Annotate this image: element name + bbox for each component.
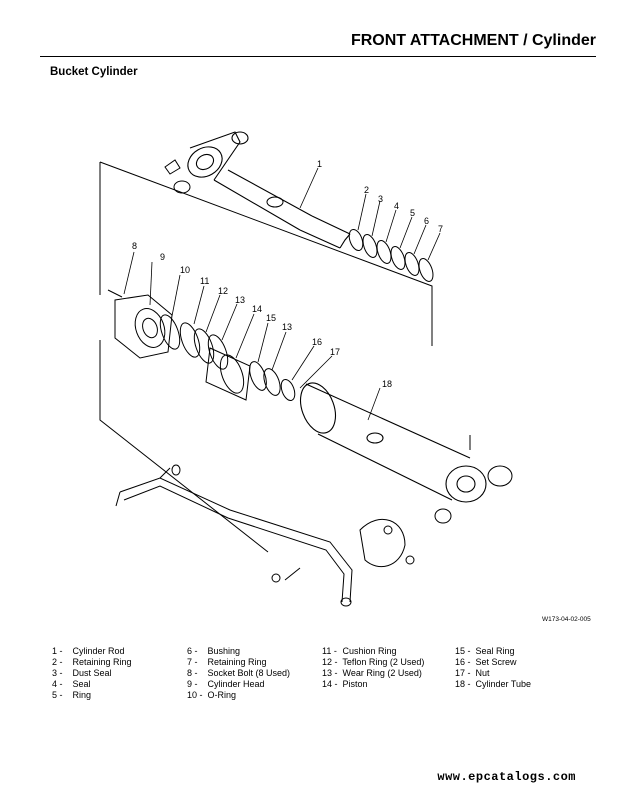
legend-item: 14 - Piston bbox=[322, 679, 424, 690]
legend-number: 1 - bbox=[52, 646, 63, 656]
legend-item: 1 - Cylinder Rod bbox=[52, 646, 132, 657]
legend-label: Cylinder Tube bbox=[475, 679, 532, 689]
callout-label: 13 bbox=[235, 295, 245, 305]
legend-number: 10 - bbox=[187, 690, 203, 700]
legend-number: 15 - bbox=[455, 646, 471, 656]
legend-item: 8 - Socket Bolt (8 Used) bbox=[187, 668, 290, 679]
figure-code: W173-04-02-005 bbox=[542, 616, 591, 623]
callout-label: 5 bbox=[410, 208, 415, 218]
legend-number: 4 - bbox=[52, 679, 63, 689]
legend-column: 15 - Seal Ring 16 - Set Screw 17 - Nut 1… bbox=[455, 646, 531, 690]
cylinder-rod bbox=[187, 131, 351, 249]
callout-label: 6 bbox=[424, 216, 429, 226]
frame-line bbox=[99, 340, 269, 553]
callout-label: 3 bbox=[378, 194, 383, 204]
legend-number: 11 - bbox=[322, 646, 337, 656]
legend-item: 11 - Cushion Ring bbox=[322, 646, 424, 657]
callout-label: 18 bbox=[382, 379, 392, 389]
callout-label: 12 bbox=[218, 286, 228, 296]
legend-label: Nut bbox=[475, 668, 490, 678]
page-title: FRONT ATTACHMENT / Cylinder bbox=[350, 32, 596, 49]
legend-label: Piston bbox=[342, 679, 368, 689]
legend-label: Retaining Ring bbox=[207, 657, 267, 667]
callout-label: 2 bbox=[364, 185, 369, 195]
callout-label: 1 bbox=[317, 159, 322, 169]
section-title: Bucket Cylinder bbox=[50, 66, 138, 78]
legend-label: O-Ring bbox=[207, 690, 237, 700]
callout-label: 7 bbox=[438, 224, 443, 234]
legend-item: 4 - Seal bbox=[52, 679, 132, 690]
legend-number: 7 - bbox=[187, 657, 198, 667]
legend-label: Seal bbox=[72, 679, 91, 689]
callout-label: 17 bbox=[330, 347, 340, 357]
callout-label: 8 bbox=[132, 241, 137, 251]
bushing-part bbox=[434, 508, 452, 524]
upper-rings bbox=[348, 228, 434, 282]
legend-label: Retaining Ring bbox=[72, 657, 132, 667]
parts-legend: 1 - Cylinder Rod 2 - Retaining Ring 3 - … bbox=[52, 646, 592, 706]
legend-label: Ring bbox=[72, 690, 92, 700]
legend-item: 3 - Dust Seal bbox=[52, 668, 132, 679]
legend-number: 12 - bbox=[322, 657, 338, 667]
legend-number: 14 - bbox=[322, 679, 338, 689]
legend-item: 16 - Set Screw bbox=[455, 657, 531, 668]
callout-label: 13 bbox=[282, 322, 292, 332]
legend-label: Wear Ring (2 Used) bbox=[342, 668, 422, 678]
piston-rings bbox=[179, 322, 296, 402]
page-header: FRONT ATTACHMENT / Cylinder bbox=[40, 30, 596, 57]
callout-label: 14 bbox=[252, 304, 262, 314]
legend-item: 17 - Nut bbox=[455, 668, 531, 679]
socket-bolt bbox=[107, 289, 123, 298]
legend-label: Socket Bolt (8 Used) bbox=[207, 668, 291, 678]
legend-item: 13 - Wear Ring (2 Used) bbox=[322, 668, 424, 679]
legend-item: 12 - Teflon Ring (2 Used) bbox=[322, 657, 424, 668]
legend-label: Cylinder Rod bbox=[72, 646, 125, 656]
legend-number: 3 - bbox=[52, 668, 63, 678]
legend-label: Cushion Ring bbox=[342, 646, 397, 656]
legend-number: 18 - bbox=[455, 679, 471, 689]
callout-label: 11 bbox=[200, 276, 209, 286]
o-ring bbox=[159, 314, 181, 350]
legend-item: 7 - Retaining Ring bbox=[187, 657, 290, 668]
legend-label: Dust Seal bbox=[72, 668, 112, 678]
legend-number: 6 - bbox=[187, 646, 198, 656]
pin-part bbox=[164, 159, 181, 175]
legend-label: Bushing bbox=[207, 646, 241, 656]
exploded-diagram: 1 2 3 4 5 6 7 8 9 10 11 12 13 14 15 13 1… bbox=[99, 131, 513, 607]
legend-label: Teflon Ring (2 Used) bbox=[342, 657, 425, 667]
legend-number: 16 - bbox=[455, 657, 471, 667]
legend-item: 2 - Retaining Ring bbox=[52, 657, 132, 668]
callout-label: 16 bbox=[312, 337, 322, 347]
legend-item: 9 - Cylinder Head bbox=[187, 679, 290, 690]
legend-item: 10 - O-Ring bbox=[187, 690, 290, 701]
legend-item: 15 - Seal Ring bbox=[455, 646, 531, 657]
callout-label: 9 bbox=[160, 252, 165, 262]
legend-label: Cylinder Head bbox=[207, 679, 265, 689]
legend-number: 17 - bbox=[455, 668, 471, 678]
cylinder-head bbox=[114, 294, 173, 359]
frame-line bbox=[99, 161, 433, 346]
legend-number: 5 - bbox=[52, 690, 63, 700]
legend-number: 2 - bbox=[52, 657, 63, 667]
watermark-link[interactable]: www.epcatalogs.com bbox=[437, 770, 576, 784]
legend-number: 13 - bbox=[322, 668, 338, 678]
callout-label: 10 bbox=[180, 265, 190, 275]
callout-label: 4 bbox=[394, 201, 399, 211]
legend-column: 1 - Cylinder Rod 2 - Retaining Ring 3 - … bbox=[52, 646, 132, 701]
cylinder-tube bbox=[299, 382, 487, 503]
bushing-part bbox=[487, 465, 513, 487]
legend-item: 5 - Ring bbox=[52, 690, 132, 701]
legend-column: 6 - Bushing 7 - Retaining Ring 8 - Socke… bbox=[187, 646, 290, 701]
legend-item: 6 - Bushing bbox=[187, 646, 290, 657]
legend-item: 18 - Cylinder Tube bbox=[455, 679, 531, 690]
bushing-part bbox=[266, 196, 284, 208]
legend-label: Seal Ring bbox=[475, 646, 515, 656]
callout-label: 15 bbox=[266, 313, 276, 323]
piping bbox=[115, 464, 415, 607]
legend-number: 8 - bbox=[187, 668, 198, 678]
legend-number: 9 - bbox=[187, 679, 198, 689]
legend-column: 11 - Cushion Ring 12 - Teflon Ring (2 Us… bbox=[322, 646, 424, 690]
legend-label: Set Screw bbox=[475, 657, 517, 667]
bushing-part bbox=[173, 180, 191, 194]
